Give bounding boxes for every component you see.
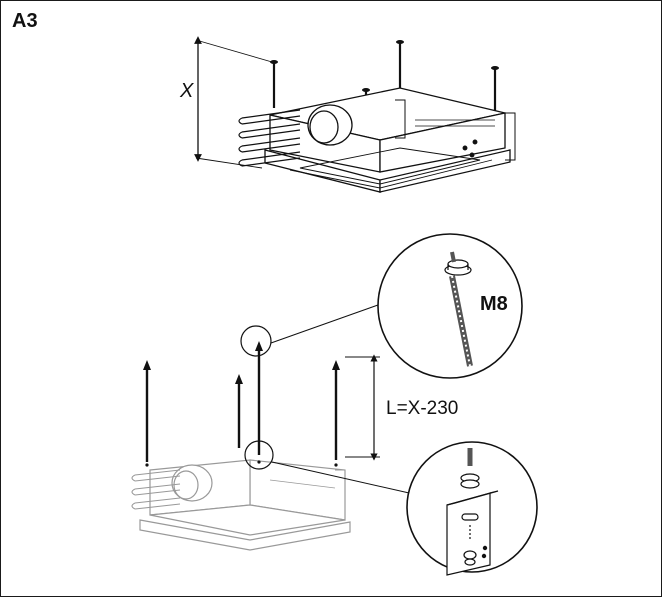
detail-thread-circle bbox=[377, 233, 523, 379]
bottom-unit bbox=[131, 459, 351, 551]
detail-bracket-circle bbox=[406, 441, 538, 576]
bottom-threaded-rods bbox=[145, 345, 338, 462]
rod-length-dimension bbox=[345, 354, 380, 461]
thread-size-label: M8 bbox=[480, 293, 508, 315]
figure-label: A3 bbox=[12, 10, 38, 32]
top-heating-coils bbox=[238, 109, 301, 167]
height-dimension-label: X bbox=[180, 80, 194, 102]
rod-length-label: L=X-230 bbox=[386, 398, 459, 419]
callout-bracket bbox=[244, 440, 274, 470]
top-unit bbox=[194, 36, 516, 193]
callout-thread bbox=[240, 325, 272, 357]
